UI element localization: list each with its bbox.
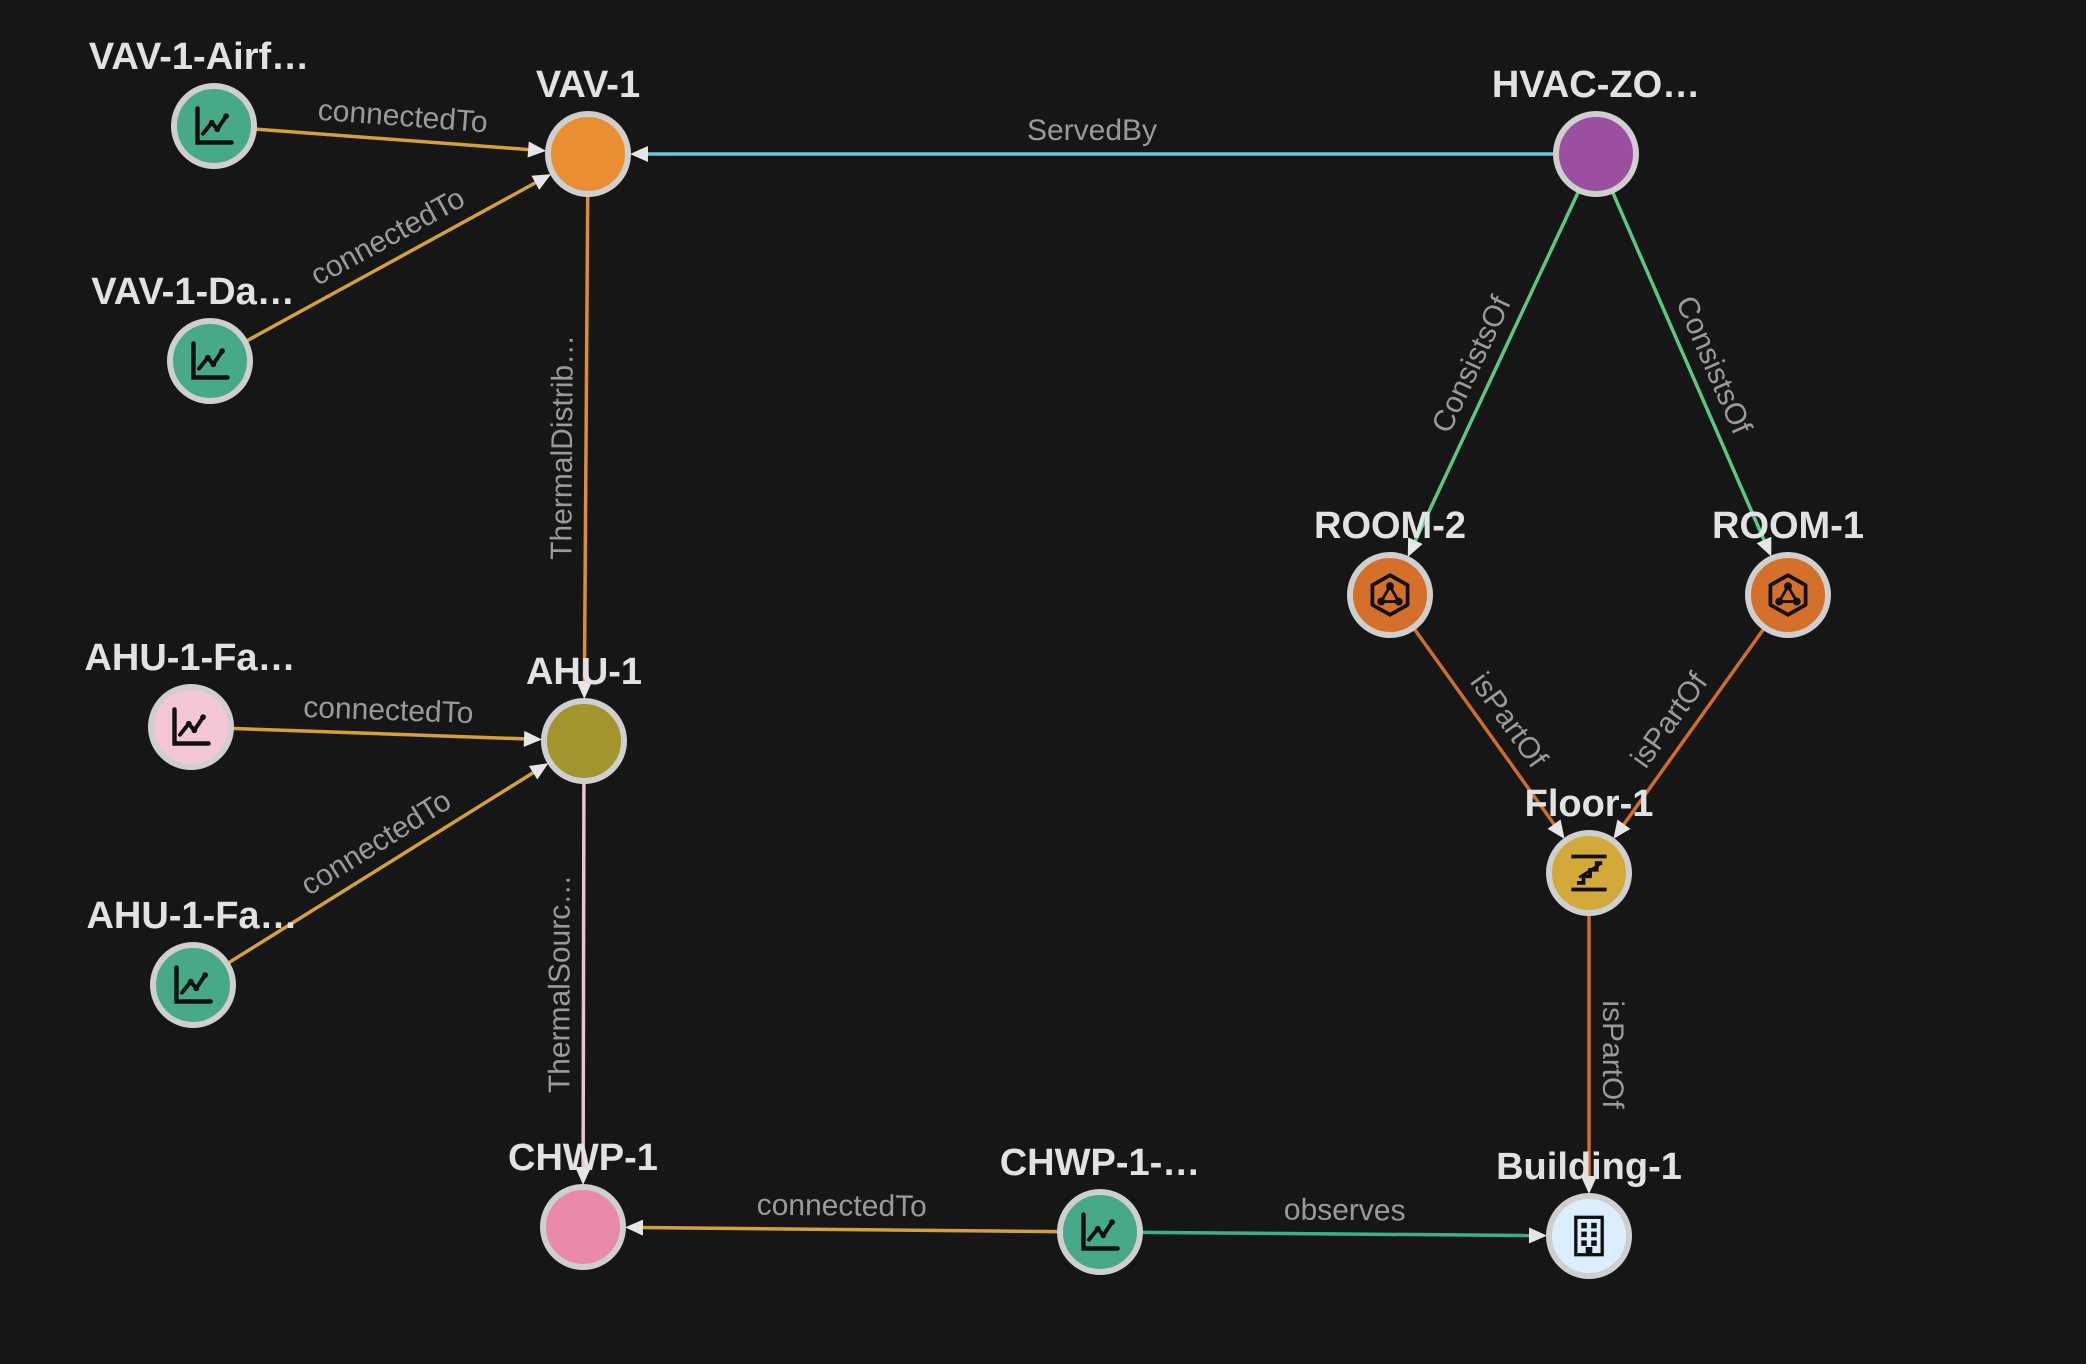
edge-line xyxy=(1610,189,1768,545)
node-building1[interactable]: Building-1 xyxy=(1496,1146,1682,1279)
edge-chwp1_sensor-to-chwp1[interactable]: connectedTo xyxy=(624,1189,1061,1236)
node-vav1_airflow[interactable]: VAV-1-Airf… xyxy=(89,36,309,169)
node-label: Floor-1 xyxy=(1525,783,1654,825)
node-label: VAV-1-Airf… xyxy=(89,36,309,78)
edge-label: isPartOf xyxy=(1596,1000,1629,1109)
edge-line xyxy=(581,780,586,1172)
edge-hvac_zone-to-vav1[interactable]: ServedBy xyxy=(630,114,1556,162)
edge-label: connectedTo xyxy=(317,94,489,140)
node-vav1_damper[interactable]: VAV-1-Da… xyxy=(91,271,295,404)
node-floor1[interactable]: Floor-1 xyxy=(1525,783,1654,916)
node-label: CHWP-1 xyxy=(508,1137,658,1179)
edge-label: connectedTo xyxy=(757,1189,927,1224)
edge-hvac_zone-to-room2[interactable]: ConsistsOf xyxy=(1407,189,1581,557)
edge-arrowhead xyxy=(624,1219,644,1236)
nodes-layer: VAV-1-Airf… VAV-1-Da… VAV-1 HVAC-ZO… ROOM-2 R… xyxy=(84,36,1864,1279)
edge-arrowhead xyxy=(527,141,547,158)
edge-label: connectedTo xyxy=(303,691,474,730)
edge-arrowhead xyxy=(1547,819,1565,839)
node-ahu1_fan_a[interactable]: AHU-1-Fa… xyxy=(84,637,296,770)
edge-arrowhead xyxy=(575,1166,592,1186)
node-circle xyxy=(1553,111,1639,197)
edge-ahu1-to-chwp1[interactable]: ThermalSourc… xyxy=(543,780,592,1186)
edge-label: connectedTo xyxy=(295,784,457,902)
node-label: HVAC-ZO… xyxy=(1492,64,1700,106)
edge-hvac_zone-to-room1[interactable]: ConsistsOf xyxy=(1610,189,1772,557)
edge-arrowhead xyxy=(1528,1227,1548,1244)
edge-line xyxy=(226,769,538,966)
edge-vav1-to-ahu1[interactable]: ThermalDistrib… xyxy=(545,193,593,700)
edge-line xyxy=(244,179,540,344)
edge-line xyxy=(1620,626,1767,829)
node-hvac_zone[interactable]: HVAC-ZO… xyxy=(1492,64,1700,197)
edge-arrowhead xyxy=(531,174,552,190)
edge-arrowhead xyxy=(1756,536,1772,557)
node-chwp1[interactable]: CHWP-1 xyxy=(508,1137,658,1270)
node-circle xyxy=(540,1184,626,1270)
edge-arrowhead xyxy=(576,680,593,700)
node-label: CHWP-1-… xyxy=(1000,1142,1201,1184)
edge-ahu1_fan_a-to-ahu1[interactable]: connectedTo xyxy=(230,691,543,747)
node-label: AHU-1-Fa… xyxy=(86,895,297,937)
edge-line xyxy=(1411,626,1558,829)
edge-arrowhead xyxy=(528,763,549,780)
edges-layer: connectedTo connectedTo ServedByThermalDis… xyxy=(226,94,1772,1244)
edge-arrowhead xyxy=(1407,537,1423,557)
edge-label: observes xyxy=(1284,1194,1406,1228)
edge-label: ThermalSourc… xyxy=(543,875,576,1093)
edge-arrowhead xyxy=(1613,819,1631,839)
edge-line xyxy=(582,193,590,686)
edge-vav1_airflow-to-vav1[interactable]: connectedTo xyxy=(253,94,547,158)
node-circle xyxy=(545,111,631,197)
node-label: VAV-1 xyxy=(536,64,640,106)
node-circle xyxy=(1347,552,1433,638)
node-label: AHU-1 xyxy=(526,651,642,693)
node-room2[interactable]: ROOM-2 xyxy=(1314,505,1466,638)
edge-line xyxy=(230,726,529,741)
edge-line xyxy=(638,1225,1061,1234)
edge-arrowhead xyxy=(630,146,648,162)
edge-label: ConsistsOf xyxy=(1669,291,1758,439)
node-circle xyxy=(1745,552,1831,638)
edge-label: ThermalDistrib… xyxy=(545,335,580,560)
node-circle xyxy=(541,698,627,784)
edge-line xyxy=(253,127,533,152)
node-label: ROOM-1 xyxy=(1712,505,1864,547)
node-ahu1[interactable]: AHU-1 xyxy=(526,651,642,784)
edge-vav1_damper-to-vav1[interactable]: connectedTo xyxy=(244,174,552,344)
node-circle xyxy=(1546,1193,1632,1279)
node-label: Building-1 xyxy=(1496,1146,1682,1188)
node-ahu1_fan_b[interactable]: AHU-1-Fa… xyxy=(86,895,298,1028)
edge-floor1-to-building1[interactable]: isPartOf xyxy=(1581,913,1629,1194)
edge-chwp1_sensor-to-building1[interactable]: observes xyxy=(1139,1194,1548,1244)
edge-arrowhead xyxy=(523,730,543,747)
edge-label: ServedBy xyxy=(1027,114,1157,147)
node-label: AHU-1-Fa… xyxy=(84,637,295,679)
node-label: VAV-1-Da… xyxy=(91,271,294,313)
edge-line xyxy=(1139,1230,1534,1238)
edge-label: connectedTo xyxy=(305,182,470,293)
node-vav1[interactable]: VAV-1 xyxy=(536,64,640,197)
edge-arrowhead xyxy=(1581,1176,1597,1194)
node-chwp1_sensor[interactable]: CHWP-1-… xyxy=(1000,1142,1201,1275)
node-label: ROOM-2 xyxy=(1314,505,1466,547)
node-room1[interactable]: ROOM-1 xyxy=(1712,505,1864,638)
edge-line xyxy=(1412,189,1581,546)
